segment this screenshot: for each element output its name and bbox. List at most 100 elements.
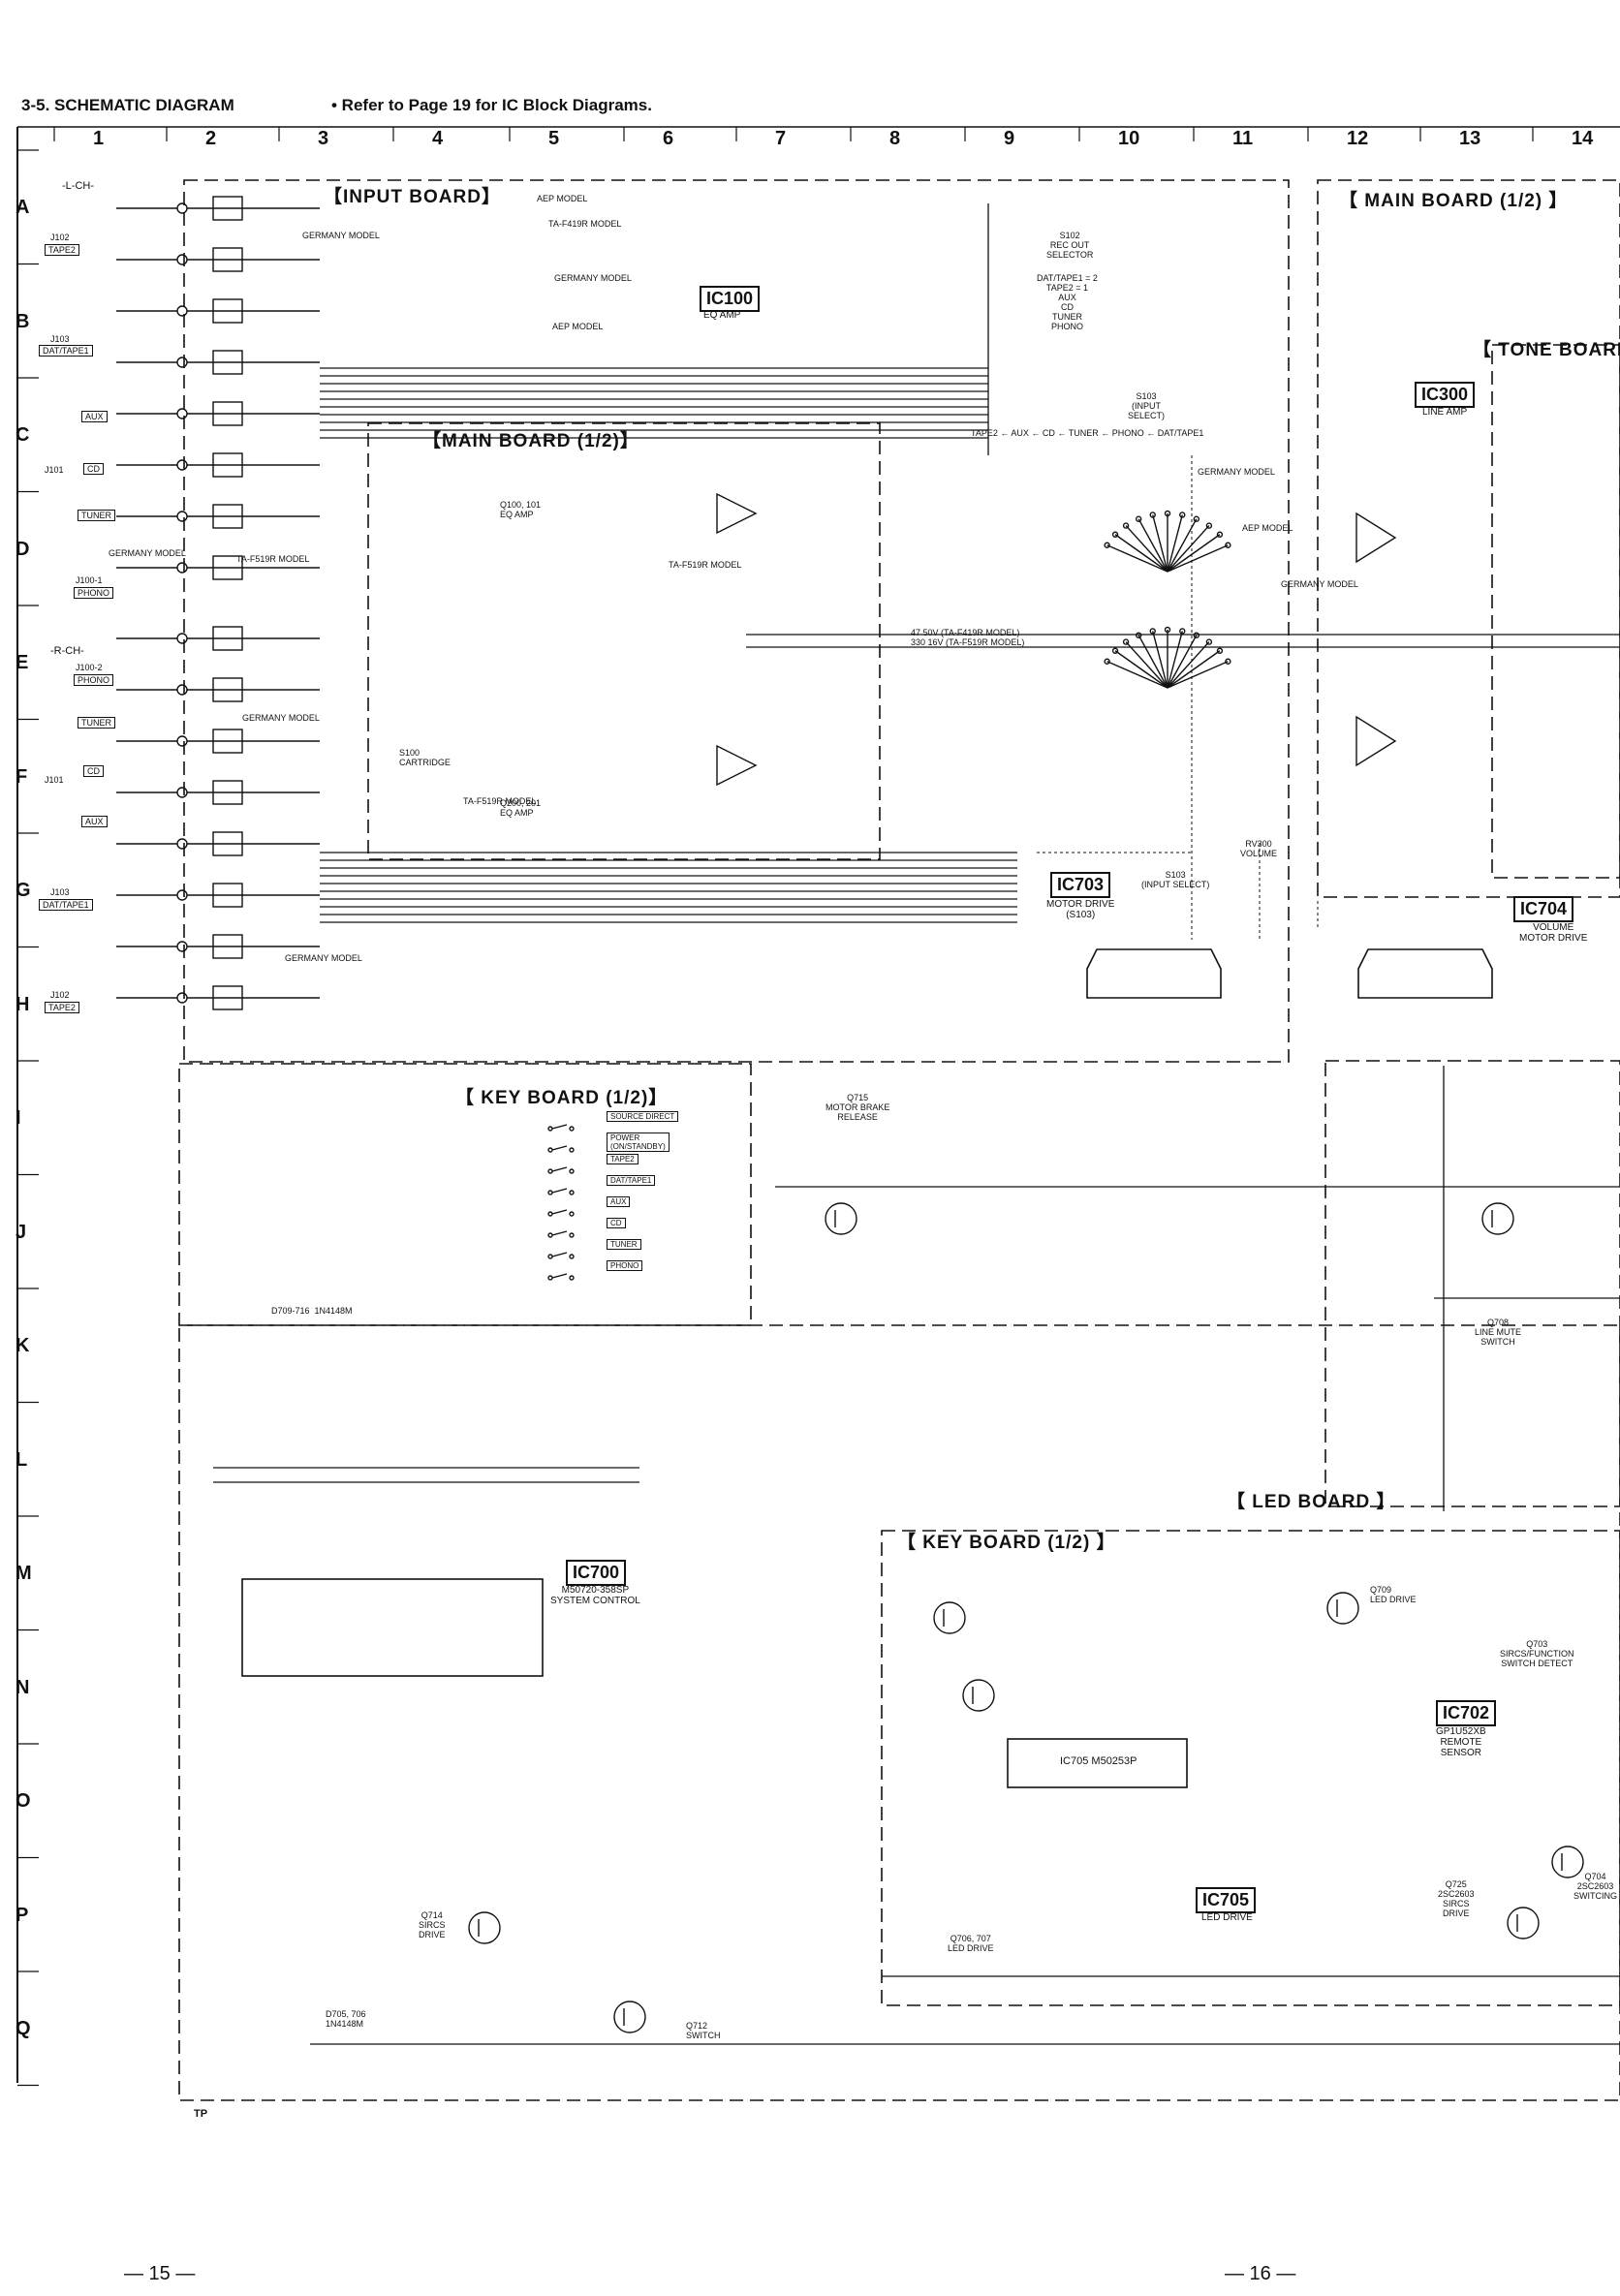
grid-column-7: 7 [775,128,787,149]
main-board-left-label: 【MAIN BOARD (1/2)】 [422,431,639,451]
grid-column-5: 5 [548,128,560,149]
q200-label: Q200, 201 EQ AMP [500,798,542,818]
q703-label: Q703 SIRCS/FUNCTION SWITCH DETECT [1500,1639,1574,1668]
ta-f519r-note-3: TA-F519R MODEL [669,560,742,570]
j103-label: J103 [50,334,70,344]
ic-block-reference-note: • Refer to Page 19 for IC Block Diagrams… [331,96,652,114]
dat-tape1-jack-bottom: DAT/TAPE1 [39,899,93,911]
page-number-left: — 15 — [124,2263,196,2284]
ic100-label: IC100 [700,286,761,312]
aux-jack: AUX [81,411,108,422]
ic700-label: IC700 [566,1560,627,1586]
key-button-2: TAPE2 [607,1154,639,1164]
grid-row-P: P [16,1904,29,1926]
grid-column-8: 8 [889,128,901,149]
key-board-top-label: 【 KEY BOARD (1/2)】 [455,1088,669,1108]
left-channel-label: -L-CH- [62,180,94,192]
s102-label: S102 REC OUT SELECTOR [1046,231,1094,260]
key-board-bottom-label: 【 KEY BOARD (1/2) 】 [897,1533,1116,1553]
ic705-part: IC705 M50253P [1060,1755,1137,1767]
grid-column-9: 9 [1004,128,1015,149]
grid-row-A: A [16,197,30,218]
grid-column-12: 12 [1347,128,1369,149]
grid-row-Q: Q [16,2018,31,2039]
j100-2-label: J100-2 [76,663,103,672]
ic705-label: IC705 [1196,1887,1257,1913]
tone-board-label: 【 TONE BOARD [1473,340,1620,360]
tuner-jack-r: TUNER [78,717,115,729]
s102-positions: DAT/TAPE1 = 2 TAPE2 = 1 AUX CD TUNER PHO… [1037,273,1098,331]
ic704-label: IC704 [1513,896,1574,922]
led-board-label: 【 LED BOARD 】 [1227,1492,1396,1512]
ic702-label: IC702 [1436,1700,1497,1726]
q712-label: Q712 SWITCH [686,2021,721,2040]
q706-707-label: Q706, 707 LED DRIVE [948,1934,994,1953]
grid-row-N: N [16,1676,30,1698]
germany-model-note-7: GERMANY MODEL [1281,579,1358,589]
grid-row-E: E [16,652,29,673]
grid-row-K: K [16,1335,30,1356]
q715-label: Q715 MOTOR BRAKE RELEASE [826,1093,890,1122]
input-selector-sequence: TAPE2 ← AUX ← CD ← TUNER ← PHONO ← DAT/T… [971,428,1204,438]
aep-model-note-2: AEP MODEL [552,322,604,331]
grid-row-M: M [16,1563,32,1584]
grid-row-J: J [16,1221,27,1243]
cd-jack-r: CD [83,765,104,777]
germany-model-note-6: GERMANY MODEL [1198,467,1275,477]
s103-input-select-label: S103 (INPUT SELECT) [1141,870,1210,889]
key-button-0: SOURCE DIRECT [607,1111,679,1122]
capacitor-model-note: 47 50V (TA-F419R MODEL) 330 16V (TA-F519… [911,628,1025,647]
d705-706-label: D705, 706 1N4148M [326,2009,366,2029]
d709-716-label: D709-716 1N4148M [271,1306,353,1316]
tape2-jack-top: TAPE2 [45,244,79,256]
grid-column-1: 1 [93,128,105,149]
grid-row-G: G [16,880,31,901]
j101-label: J101 [45,465,64,475]
grid-row-D: D [16,538,30,560]
grid-column-13: 13 [1459,128,1481,149]
q725-label: Q725 2SC2603 SIRCS DRIVE [1438,1879,1475,1918]
ic703-desc: MOTOR DRIVE (S103) [1046,899,1115,920]
page-number-right: — 16 — [1225,2263,1296,2284]
germany-model-note-2: GERMANY MODEL [554,273,632,283]
j102-label: J102 [50,233,70,242]
q100-label: Q100, 101 EQ AMP [500,500,542,519]
key-button-5: CD [607,1218,626,1228]
germany-model-note-4: GERMANY MODEL [242,713,320,723]
main-board-right-label: 【 MAIN BOARD (1/2) 】 [1339,191,1569,211]
q704-label: Q704 2SC2603 SWITCING [1573,1872,1617,1901]
ic300-desc: LINE AMP [1422,407,1468,418]
phono-jack-r: PHONO [74,674,114,686]
ic300-label: IC300 [1415,382,1476,408]
j103-label-r: J103 [50,887,70,897]
tuner-jack: TUNER [78,510,115,521]
ta-f519r-note-2: TA-F519R MODEL [463,796,537,806]
grid-column-4: 4 [432,128,444,149]
grid-column-3: 3 [318,128,329,149]
diagram-title: 3-5. SCHEMATIC DIAGRAM [21,96,234,114]
grid-column-2: 2 [205,128,217,149]
aep-model-note-3: AEP MODEL [1242,523,1293,533]
j101-label-r: J101 [45,775,64,785]
key-button-7: PHONO [607,1260,643,1271]
tape2-jack-bottom: TAPE2 [45,1002,79,1013]
grid-row-L: L [16,1448,28,1471]
s100-label: S100 CARTRIDGE [399,748,451,767]
grid-row-C: C [16,424,30,446]
grid-row-H: H [16,993,30,1015]
q714-label: Q714 SIRCS DRIVE [419,1910,446,1939]
key-button-6: TUNER [607,1239,641,1250]
q708-label: Q708 LINE MUTE SWITCH [1475,1318,1522,1347]
dat-tape1-jack-top: DAT/TAPE1 [39,345,93,357]
j102-label-r: J102 [50,990,70,1000]
grid-column-10: 10 [1118,128,1140,149]
grid-column-14: 14 [1572,128,1594,149]
ic702-desc: GP1U52XB REMOTE SENSOR [1436,1726,1486,1758]
s103-label: S103 (INPUT SELECT) [1128,391,1166,420]
phono-jack: PHONO [74,587,114,599]
key-button-4: AUX [607,1196,631,1207]
j100-1-label: J100-1 [76,575,103,585]
grid-row-O: O [16,1790,31,1812]
q709-label: Q709 LED DRIVE [1370,1585,1417,1604]
